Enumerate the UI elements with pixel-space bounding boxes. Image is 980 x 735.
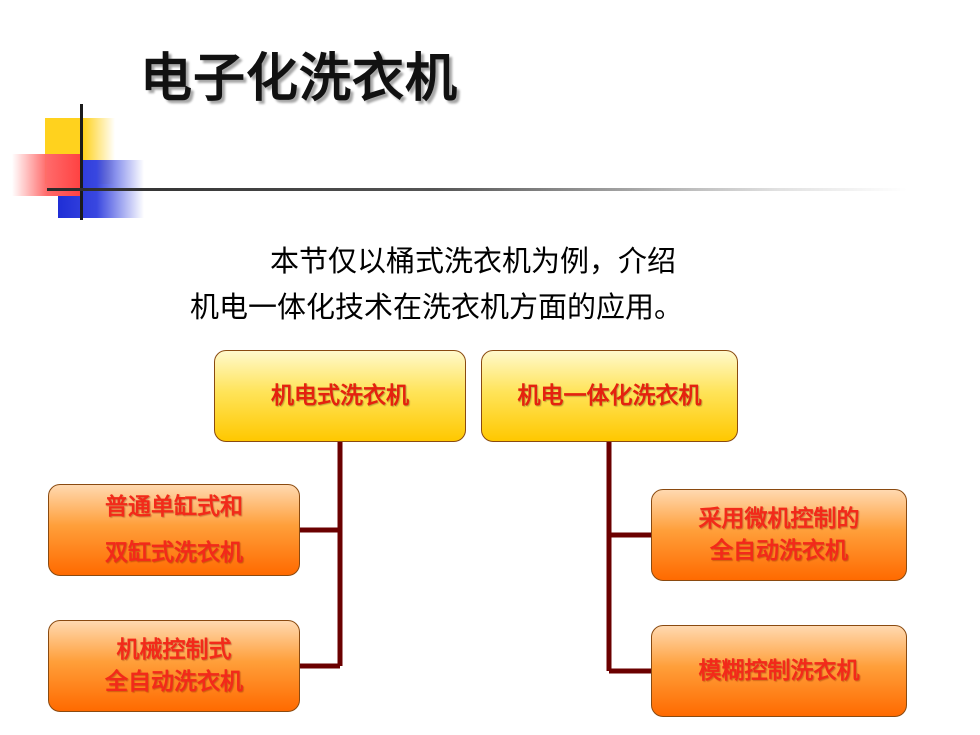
- node-label-line-2: 全自动洗衣机: [105, 669, 243, 695]
- node-single-twin-tub-washer: 普通单缸式和 双缸式洗衣机: [48, 484, 300, 576]
- node-electromechanical-washer: 机电式洗衣机: [214, 350, 466, 442]
- node-label-line-2: 双缸式洗衣机: [105, 540, 243, 566]
- decor-vertical-line: [80, 104, 83, 220]
- intro-line-1: 本节仅以桶式洗衣机为例，介绍: [270, 244, 677, 278]
- node-fuzzy-control-washer: 模糊控制洗衣机: [651, 625, 907, 717]
- title-underline: [47, 188, 907, 191]
- node-label-line-1: 采用微机控制的: [698, 506, 860, 532]
- node-label: 机电一体化洗衣机: [517, 383, 702, 409]
- node-label-line-1: 普通单缸式和: [105, 494, 243, 520]
- intro-text: 本节仅以桶式洗衣机为例，介绍 机电一体化技术在洗衣机方面的应用。: [160, 238, 820, 330]
- intro-line-2: 机电一体化技术在洗衣机方面的应用。: [190, 290, 684, 324]
- node-label: 模糊控制洗衣机: [698, 658, 860, 684]
- node-microcomputer-automatic-washer: 采用微机控制的 全自动洗衣机: [651, 489, 907, 581]
- node-mechatronic-washer: 机电一体化洗衣机: [481, 350, 738, 442]
- node-mechanical-automatic-washer: 机械控制式 全自动洗衣机: [48, 620, 300, 712]
- node-label: 机电式洗衣机: [271, 383, 409, 409]
- node-label-line-1: 机械控制式: [116, 637, 232, 663]
- slide-title: 电子化洗衣机: [140, 49, 459, 109]
- node-label-line-2: 全自动洗衣机: [710, 538, 848, 564]
